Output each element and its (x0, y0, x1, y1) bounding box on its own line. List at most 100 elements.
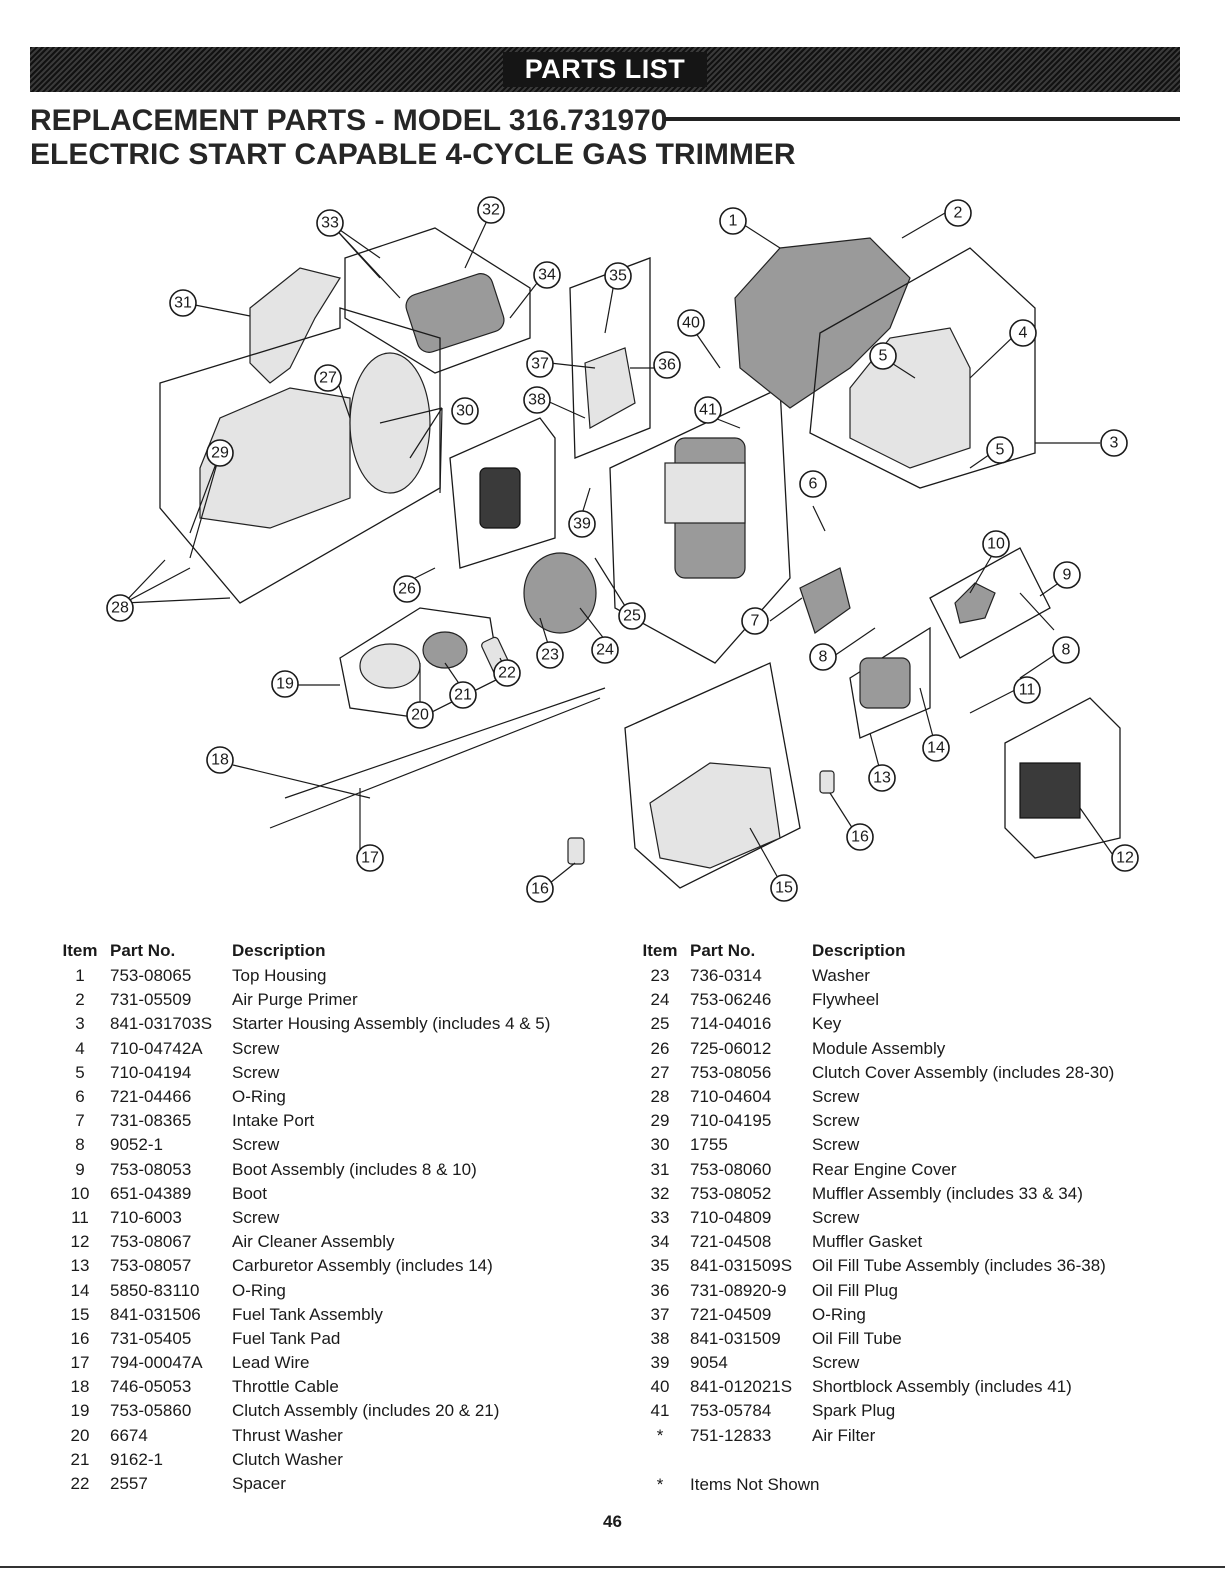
svg-text:7: 7 (751, 613, 760, 630)
cell-description: Screw (812, 1353, 860, 1373)
cell-description: Screw (232, 1038, 280, 1058)
svg-text:35: 35 (609, 268, 627, 285)
svg-text:32: 32 (482, 202, 500, 219)
callout-15: 15 (770, 874, 798, 902)
cell-part-no: 841-031703S (110, 1014, 213, 1034)
svg-text:39: 39 (573, 516, 591, 533)
cell-item: 23 (650, 966, 670, 986)
cell-description: Module Assembly (812, 1038, 946, 1058)
callout-28: 28 (106, 594, 134, 622)
svg-text:8: 8 (1062, 642, 1071, 659)
cell-description: Key (812, 1014, 842, 1034)
cell-description: Lead Wire (232, 1353, 310, 1373)
page-title-product: ELECTRIC START CAPABLE 4-CYCLE GAS TRIMM… (30, 138, 796, 171)
svg-text:21: 21 (454, 687, 472, 704)
cell-description: Muffler Assembly (includes 33 & 34) (812, 1183, 1083, 1203)
cell-description: Fuel Tank Pad (232, 1328, 341, 1348)
cell-description: O-Ring (232, 1087, 286, 1107)
callout-8a: 8 (809, 643, 837, 671)
cell-item: 31 (650, 1159, 670, 1179)
cell-description: Screw (812, 1087, 860, 1107)
callout-21: 21 (449, 681, 477, 709)
svg-text:26: 26 (398, 581, 416, 598)
callout-20: 20 (406, 701, 434, 729)
cell-description: Spark Plug (812, 1401, 896, 1421)
cell-part-no: 736-0314 (690, 966, 762, 986)
callout-25: 25 (618, 602, 646, 630)
footnote-mark: * (656, 1475, 664, 1494)
cell-description: Starter Housing Assembly (includes 4 & 5… (232, 1014, 551, 1034)
cell-part-no: 9052-1 (110, 1135, 163, 1155)
svg-text:10: 10 (987, 536, 1005, 553)
header-item: Item (642, 941, 678, 960)
header-description: Description (232, 941, 326, 960)
cell-item: 34 (650, 1232, 670, 1252)
svg-text:33: 33 (321, 215, 339, 232)
callout-10: 10 (982, 530, 1010, 558)
svg-text:16: 16 (531, 881, 549, 898)
callout-38: 38 (523, 386, 551, 414)
cell-item: 7 (75, 1111, 85, 1131)
header-description: Description (812, 941, 906, 960)
svg-text:11: 11 (1019, 682, 1036, 699)
callout-33: 33 (316, 209, 344, 237)
callout-24: 24 (591, 636, 619, 664)
cell-item: 15 (70, 1304, 90, 1324)
cell-description: Screw (232, 1062, 280, 1082)
callout-27: 27 (314, 364, 342, 392)
cell-description: Oil Fill Tube (812, 1328, 902, 1348)
cell-item: 4 (75, 1038, 85, 1058)
svg-text:4: 4 (1019, 325, 1028, 342)
exploded-parts-diagram: 1 2 3 4 5 5 6 7 8 8 9 10 11 12 13 14 15 … (90, 188, 1150, 918)
svg-text:3: 3 (1110, 435, 1119, 452)
cell-description: Muffler Gasket (812, 1232, 923, 1252)
svg-text:36: 36 (658, 357, 676, 374)
callout-2: 2 (944, 199, 972, 227)
cell-item: 36 (650, 1280, 670, 1300)
cell-item: 26 (650, 1038, 670, 1058)
cell-description: Throttle Cable (232, 1377, 339, 1397)
svg-text:14: 14 (927, 740, 945, 757)
page-title-model: REPLACEMENT PARTS - MODEL 316.731970 (30, 104, 668, 137)
cell-item: 5 (75, 1062, 85, 1082)
cell-part-no: 721-04509 (690, 1304, 772, 1324)
svg-text:17: 17 (361, 850, 379, 867)
callout-31: 31 (169, 289, 197, 317)
callout-6: 6 (799, 470, 827, 498)
callout-18: 18 (206, 746, 234, 774)
cell-item: 38 (650, 1328, 670, 1348)
cell-item: 17 (70, 1353, 90, 1373)
cell-description: Screw (232, 1135, 280, 1155)
callout-39: 39 (568, 510, 596, 538)
table-header: Item Part No. Description (630, 938, 1190, 964)
callout-8b: 8 (1052, 636, 1080, 664)
svg-text:12: 12 (1116, 850, 1134, 867)
cell-description: Carburetor Assembly (includes 14) (232, 1256, 493, 1276)
svg-text:6: 6 (809, 476, 818, 493)
svg-text:5: 5 (879, 348, 888, 365)
cell-description: Thrust Washer (232, 1425, 343, 1445)
cell-description: Boot (232, 1183, 267, 1203)
cell-part-no: 710-04809 (690, 1207, 772, 1227)
cell-part-no: 794-00047A (110, 1353, 203, 1373)
callout-26: 26 (393, 575, 421, 603)
callout-5a: 5 (869, 342, 897, 370)
cell-part-no: 710-6003 (110, 1207, 182, 1227)
svg-text:38: 38 (528, 392, 546, 409)
cell-item: 32 (650, 1183, 670, 1203)
